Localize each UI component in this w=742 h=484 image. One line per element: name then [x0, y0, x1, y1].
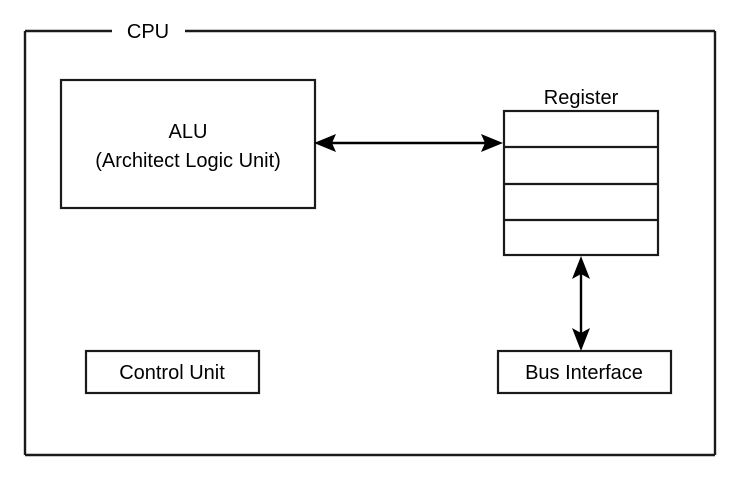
- register-bus-connector: [572, 256, 590, 351]
- bus-interface-label: Bus Interface: [525, 362, 643, 384]
- cpu-frame: [23, 29, 717, 457]
- bus-interface-node: Bus Interface: [496, 349, 673, 395]
- register-bus-arrowhead-top: [572, 256, 590, 279]
- alu-subtitle: (Architect Logic Unit): [95, 150, 281, 172]
- alu-register-arrowhead-left: [314, 134, 336, 152]
- cpu-frame-label: CPU: [127, 21, 169, 43]
- register-node: Register: [502, 87, 660, 257]
- bus-interface-box-rect: [496, 349, 673, 395]
- control-unit-node: Control Unit: [84, 349, 261, 395]
- control-unit-box-rect: [84, 349, 261, 395]
- alu-node: ALU (Architect Logic Unit): [59, 78, 317, 210]
- control-unit-label: Control Unit: [119, 362, 225, 384]
- alu-register-arrowhead-right: [481, 134, 503, 152]
- register-label: Register: [544, 87, 619, 109]
- alu-title: ALU: [169, 121, 208, 143]
- alu-register-connector: [314, 134, 503, 152]
- register-bus-arrowhead-bottom: [572, 328, 590, 351]
- alu-box-rect: [59, 78, 317, 210]
